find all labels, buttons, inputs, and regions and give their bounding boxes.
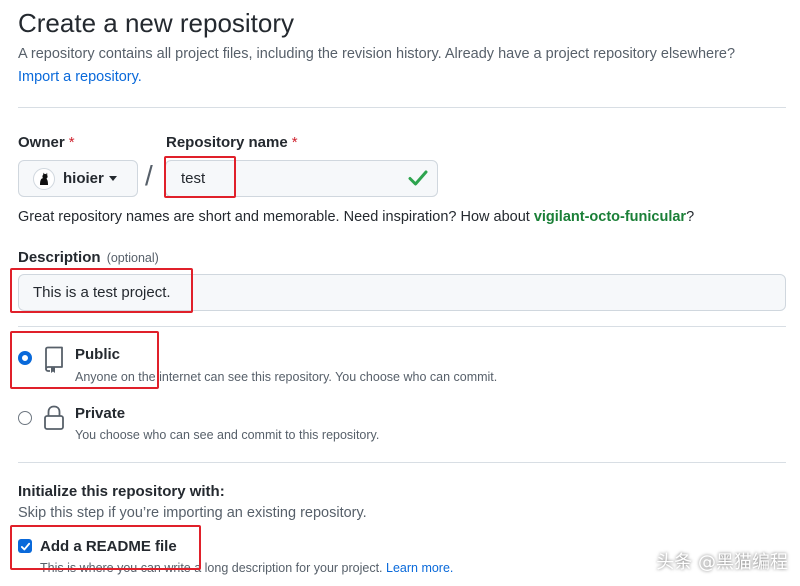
divider-initialize: [18, 462, 786, 463]
divider-top: [18, 107, 786, 108]
checkmark-icon: [20, 542, 30, 550]
check-icon: [408, 170, 428, 186]
watermark: 头条 @黑猫编程: [656, 552, 788, 573]
learn-more-link[interactable]: Learn more.: [386, 561, 454, 575]
required-mark: *: [68, 134, 75, 151]
lock-icon: [44, 405, 64, 430]
initialize-desc: Skip this step if you’re importing an ex…: [18, 505, 367, 521]
repository-name-input[interactable]: [165, 160, 438, 197]
public-desc: Anyone on the internet can see this repo…: [75, 370, 498, 384]
required-mark: *: [291, 134, 298, 151]
visibility-public-radio[interactable]: [18, 351, 32, 365]
divider-visibility: [18, 326, 786, 327]
visibility-private-radio[interactable]: [18, 411, 32, 425]
chevron-down-icon: [108, 176, 117, 181]
description-label: Description (optional): [18, 249, 159, 266]
readme-checkbox[interactable]: [18, 539, 32, 553]
readme-label[interactable]: Add a README file: [40, 538, 177, 555]
owner-repo-separator: /: [145, 160, 153, 191]
initialize-title: Initialize this repository with:: [18, 483, 225, 500]
owner-name: hioier: [63, 170, 104, 187]
owner-dropdown[interactable]: hioier: [18, 160, 138, 197]
readme-desc: This is where you can write a long descr…: [40, 561, 454, 575]
description-input[interactable]: [18, 274, 786, 311]
name-suggestion[interactable]: vigilant-octo-funicular: [533, 209, 687, 225]
optional-tag: (optional): [106, 251, 159, 265]
owner-label: Owner*: [18, 134, 75, 151]
repo-icon: [45, 346, 63, 373]
avatar: [33, 167, 55, 190]
private-title: Private: [75, 405, 126, 422]
public-title: Public: [75, 346, 121, 363]
page-title: Create a new repository: [18, 8, 295, 38]
page-subtitle: A repository contains all project files,…: [18, 46, 736, 62]
repo-name-hint: Great repository names are short and mem…: [18, 209, 695, 225]
cat-icon: [40, 172, 48, 185]
repo-name-label: Repository name*: [166, 134, 298, 151]
private-desc: You choose who can see and commit to thi…: [75, 428, 380, 442]
import-repository-link[interactable]: Import a repository.: [18, 69, 142, 85]
